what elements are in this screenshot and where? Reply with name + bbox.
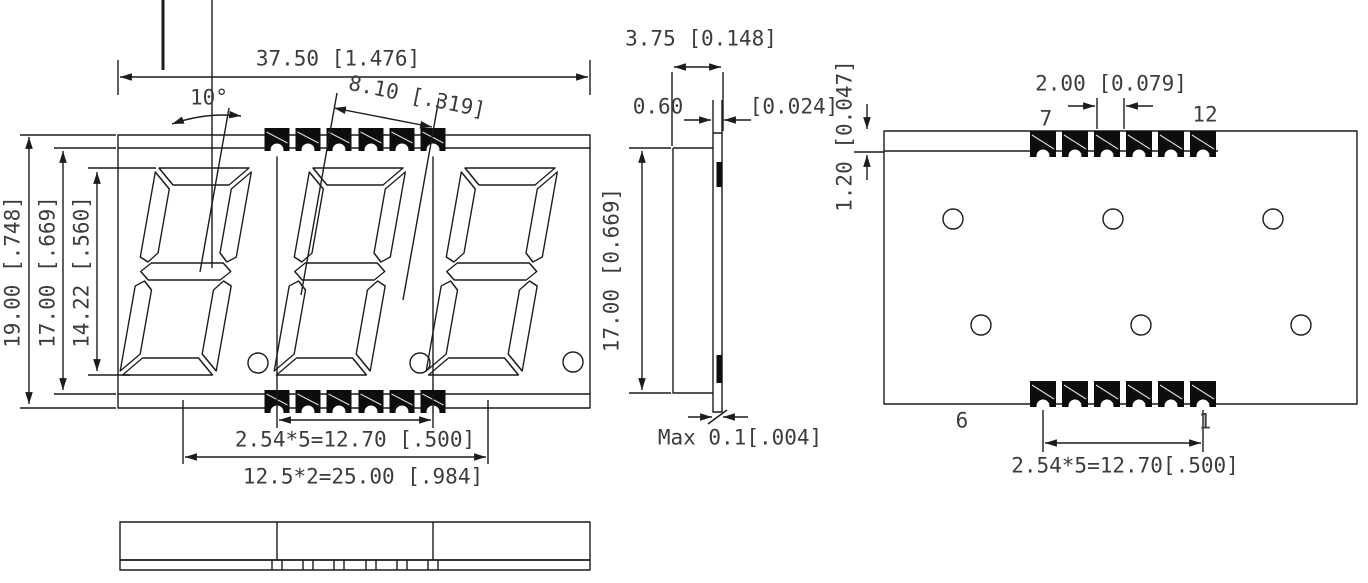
- dim-digit-height: 14.22 [.560]: [69, 196, 94, 348]
- decimal-point-3: [562, 351, 584, 373]
- dim-side-height: 17.00 [0.669]: [599, 187, 624, 353]
- pin-label-12: 12: [1192, 102, 1218, 127]
- digit-1: [119, 167, 253, 376]
- digit-2: [273, 167, 407, 376]
- front-top-pads: [264, 128, 446, 157]
- dim-slant-angle: 10°: [190, 85, 228, 110]
- seven-segment-digits: [119, 167, 559, 376]
- side-pad-mark-top: [716, 162, 723, 187]
- mount-hole: [1102, 208, 1124, 230]
- dim-back-pad-pitch: 2.54*5=12.70[.500]: [1011, 453, 1239, 478]
- dim-front-pad-pitch: 2.54*5=12.70 [.500]: [234, 427, 476, 452]
- extension-lines: [20, 0, 1204, 464]
- decimal-point-1: [247, 352, 269, 374]
- dim-pad-width: 2.00 [0.079]: [1035, 71, 1187, 96]
- mount-hole: [1262, 208, 1284, 230]
- dim-digit-pitch: 12.5*2=25.00 [.984]: [242, 464, 484, 489]
- back-bottom-pads: [1030, 381, 1216, 413]
- mount-hole: [942, 208, 964, 230]
- dim-overall-height: 19.00 [.748]: [0, 196, 25, 348]
- bottom-strip-view: [119, 521, 591, 571]
- dim-backplate-in: [0.024]: [749, 94, 839, 119]
- pin-label-6: 6: [955, 408, 969, 433]
- dim-pad-depth: 1.20 [0.047]: [832, 60, 857, 212]
- mount-hole: [970, 314, 992, 336]
- back-view: [883, 130, 1358, 413]
- dimension-lines: [25, 63, 1201, 461]
- dim-backplate-mm: 0.60: [632, 94, 684, 119]
- digit-3: [425, 167, 559, 376]
- dim-overall-width: 37.50 [1.476]: [255, 46, 421, 71]
- pin-label-1: 1: [1198, 409, 1212, 434]
- side-pad-mark-bottom: [716, 355, 723, 383]
- decimal-point-2: [409, 352, 431, 374]
- back-top-pads: [1030, 131, 1216, 163]
- pin-label-7: 7: [1039, 106, 1053, 131]
- dim-body-height: 17.00 [.669]: [35, 196, 60, 348]
- dim-overall-depth: 3.75 [0.148]: [625, 26, 777, 51]
- side-view: [672, 132, 723, 413]
- mount-hole: [1130, 314, 1152, 336]
- strip-pad-ticks: [271, 560, 439, 570]
- dim-flatness: Max 0.1[.004]: [657, 425, 823, 450]
- front-view: [117, 128, 591, 419]
- mount-hole: [1290, 314, 1312, 336]
